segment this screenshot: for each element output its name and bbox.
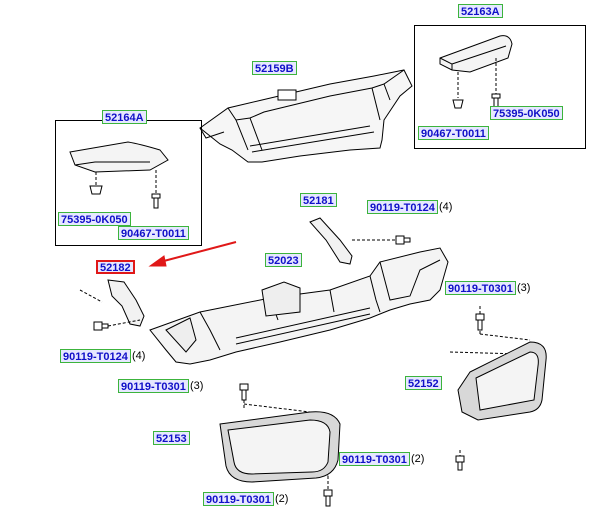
quantity-90119-T0301-bottom-right: (2) [411,453,425,465]
highlight-arrow [148,241,237,267]
part-label-52182-highlighted[interactable]: 52182 [96,260,135,274]
bracket-upper-shape [309,217,353,265]
part-label-75395-0K050-left[interactable]: 75395-0K050 [58,212,131,226]
part-label-52152[interactable]: 52152 [405,376,442,390]
bolt-lower-icon [93,321,109,331]
part-label-90119-T0301-middle[interactable]: 90119-T0301 [118,379,189,393]
part-label-52164A[interactable]: 52164A [102,110,147,124]
step-pad-left-shape [69,141,169,173]
bolt-b-icon [475,313,485,331]
part-label-90119-T0124-upper[interactable]: 90119-T0124 [367,200,438,214]
part-label-90119-T0124-lower[interactable]: 90119-T0124 [60,349,131,363]
clip-left-icon [89,185,103,195]
part-label-90119-T0301-bottom-right[interactable]: 90119-T0301 [339,452,410,466]
quantity-90119-T0301-right: (3) [517,282,531,294]
bolt-c-icon [455,455,465,471]
part-label-52163A[interactable]: 52163A [458,4,503,18]
part-label-52159B[interactable]: 52159B [252,61,297,75]
part-label-52153[interactable]: 52153 [153,431,190,445]
part-label-90119-T0301-right[interactable]: 90119-T0301 [445,281,516,295]
end-cap-right-inset [439,35,513,109]
bolt-upper-icon [395,235,411,245]
screw-left-icon [151,193,161,209]
part-label-90467-T0011-right[interactable]: 90467-T0011 [418,126,489,140]
inset-frame-right [414,25,586,149]
quantity-90119-T0124-lower: (4) [132,350,146,362]
part-label-75395-0K050-right[interactable]: 75395-0K050 [490,106,563,120]
quantity-90119-T0301-middle: (3) [190,380,204,392]
bolt-a-icon [239,383,249,401]
clip-right-icon [452,99,464,109]
step-pad-center-shape [199,69,413,163]
bolt-d-icon [323,489,333,507]
end-cap-left-inset [69,141,169,209]
bracket-lower-shape [107,279,145,327]
part-label-90467-T0011-left[interactable]: 90467-T0011 [118,226,189,240]
part-label-52181[interactable]: 52181 [300,193,337,207]
quantity-90119-T0301-bottom: (2) [275,493,289,505]
quantity-90119-T0124-upper: (4) [439,201,453,213]
part-label-90119-T0301-bottom[interactable]: 90119-T0301 [203,492,274,506]
step-pad-right-shape [439,35,513,73]
part-label-52023[interactable]: 52023 [265,253,302,267]
